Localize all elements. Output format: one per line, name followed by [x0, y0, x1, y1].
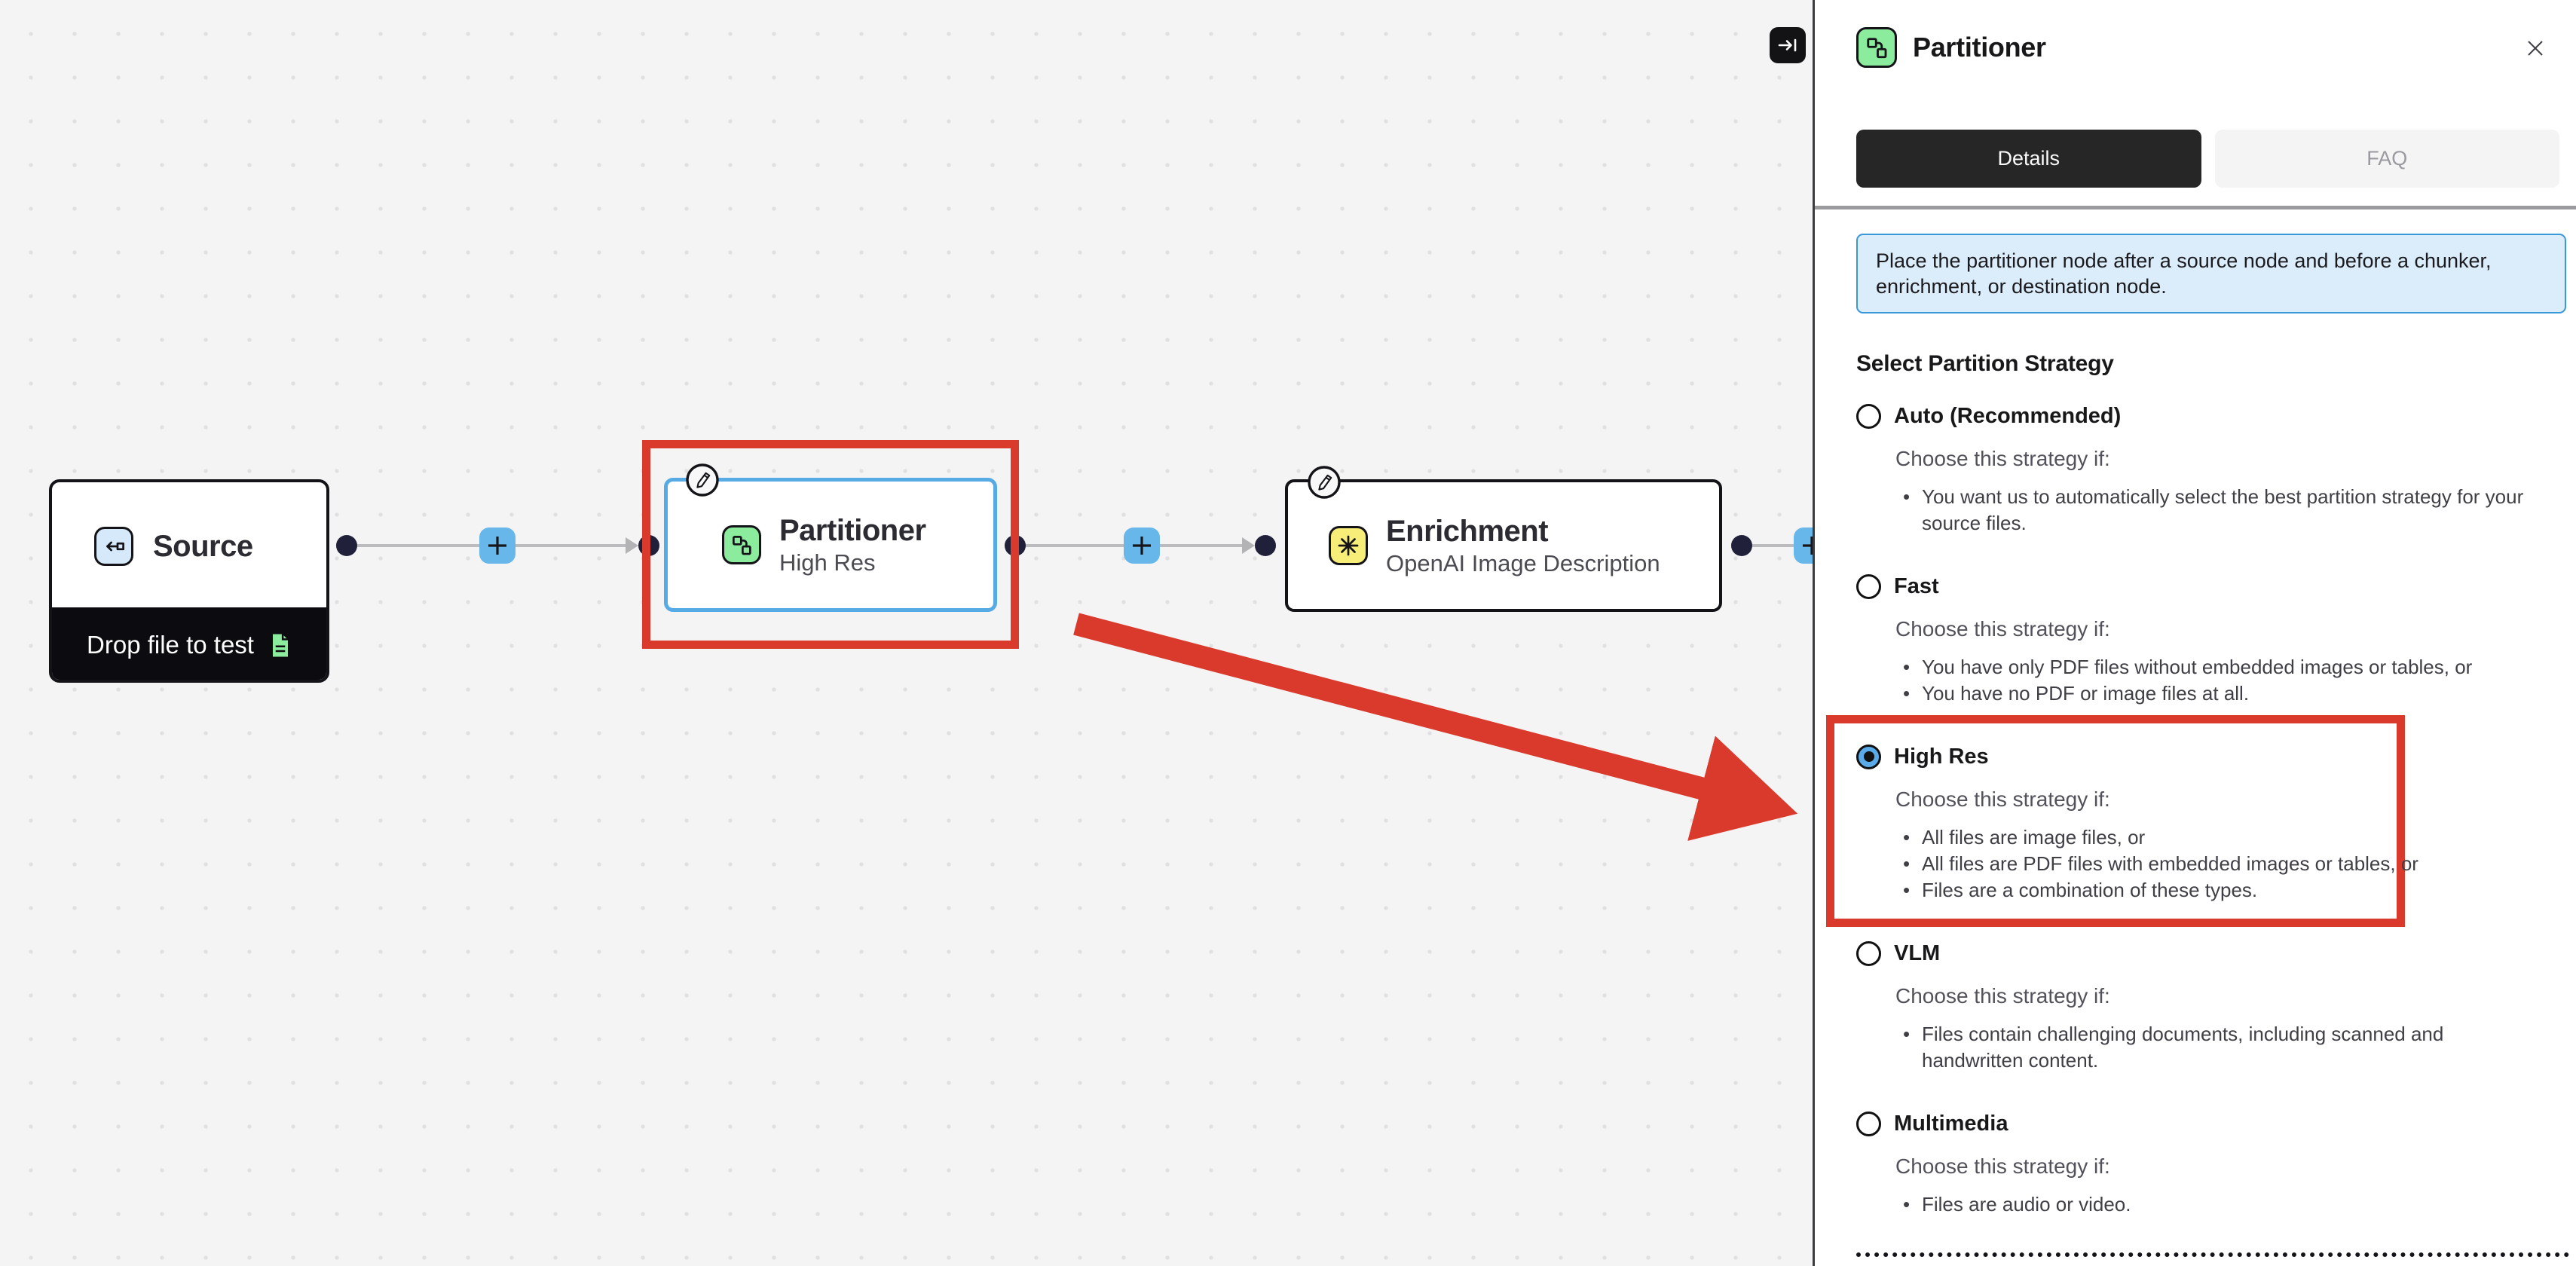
bullet: Files contain challenging documents, inc…	[1901, 1021, 2550, 1074]
radio-fast[interactable]	[1856, 573, 1881, 599]
bullet: Files are audio or video.	[1901, 1191, 2550, 1218]
option-fast-head[interactable]: Fast	[1856, 571, 2564, 601]
option-label: High Res	[1894, 744, 1989, 769]
option-label: Fast	[1894, 573, 1939, 598]
node-enrichment-body: Enrichment OpenAI Image Description	[1288, 482, 1719, 609]
option-label: Multimedia	[1894, 1111, 2008, 1136]
option-multimedia: Multimedia Choose this strategy if: File…	[1856, 1109, 2564, 1218]
document-icon	[269, 631, 292, 659]
option-multimedia-head[interactable]: Multimedia	[1856, 1109, 2564, 1139]
option-bullets: Files are audio or video.	[1901, 1191, 2564, 1218]
node-title: Source	[153, 529, 253, 563]
close-icon	[2528, 41, 2543, 56]
handle-source-out[interactable]	[336, 535, 357, 556]
collapse-panel-button[interactable]	[1770, 27, 1806, 63]
option-bullets: Files contain challenging documents, inc…	[1901, 1021, 2564, 1074]
node-subtitle: High Res	[779, 549, 876, 576]
plus-icon	[1800, 534, 1813, 558]
option-bullets: You want us to automatically select the …	[1901, 484, 2564, 537]
node-partitioner[interactable]: Partitioner High Res	[664, 478, 997, 612]
edge-enrichment-out	[1752, 544, 1794, 547]
partitioner-settings-panel: Partitioner Details FAQ Place the partit…	[1813, 0, 2576, 1266]
bullet: You have only PDF files without embedded…	[1901, 654, 2550, 680]
option-bullets: You have only PDF files without embedded…	[1901, 654, 2564, 707]
bullet: You have no PDF or image files at all.	[1901, 680, 2550, 707]
option-auto-head[interactable]: Auto (Recommended)	[1856, 401, 2564, 431]
section-heading: Select Partition Strategy	[1856, 351, 2114, 376]
node-title: Enrichment	[1386, 514, 1549, 548]
option-high-res-head[interactable]: High Res	[1856, 742, 2564, 772]
node-source[interactable]: Source Drop file to test	[49, 479, 329, 683]
panel-tabs: Details FAQ	[1856, 130, 2559, 188]
bullet: All files are image files, or	[1901, 824, 2550, 851]
radio-auto[interactable]	[1856, 403, 1881, 429]
source-input-icon	[94, 527, 133, 566]
add-node-button[interactable]	[1124, 528, 1160, 564]
choose-prefix: Choose this strategy if:	[1895, 1154, 2110, 1178]
node-subtitle: OpenAI Image Description	[1386, 549, 1660, 576]
panel-header: Partitioner	[1815, 0, 2576, 98]
pencil-edit-icon[interactable]	[1306, 464, 1342, 500]
close-panel-button[interactable]	[2522, 35, 2549, 62]
choose-prefix: Choose this strategy if:	[1895, 984, 2110, 1008]
enrichment-sparkle-icon	[1329, 526, 1368, 565]
choose-prefix: Choose this strategy if:	[1895, 447, 2110, 470]
bullet: You want us to automatically select the …	[1901, 484, 2550, 537]
node-source-body: Source	[52, 482, 326, 610]
bullet: Files are a combination of these types.	[1901, 877, 2550, 904]
edge-arrowhead-icon	[626, 537, 638, 554]
dotted-divider	[1856, 1252, 2569, 1257]
pencil-edit-icon[interactable]	[684, 462, 720, 498]
collapse-panel-icon	[1776, 34, 1799, 57]
handle-enrichment-in[interactable]	[1255, 535, 1276, 556]
workflow-canvas[interactable]: Source Drop file to test	[0, 0, 1813, 1266]
choose-prefix: Choose this strategy if:	[1895, 617, 2110, 641]
tab-details[interactable]: Details	[1856, 130, 2201, 188]
choose-prefix: Choose this strategy if:	[1895, 787, 2110, 811]
placement-info-note: Place the partitioner node after a sourc…	[1856, 234, 2566, 313]
plus-icon	[485, 534, 509, 558]
tabs-divider	[1815, 206, 2576, 209]
plus-icon	[1130, 534, 1154, 558]
panel-title: Partitioner	[1913, 32, 2046, 63]
node-title: Partitioner	[779, 513, 926, 547]
node-enrichment[interactable]: Enrichment OpenAI Image Description	[1285, 479, 1722, 612]
add-node-button[interactable]	[479, 528, 516, 564]
partitioner-icon	[722, 525, 761, 564]
edge-arrowhead-icon	[1242, 537, 1255, 554]
handle-enrichment-out[interactable]	[1731, 535, 1752, 556]
panel-content: Place the partitioner node after a sourc…	[1815, 209, 2576, 1266]
radio-vlm[interactable]	[1856, 940, 1881, 966]
drop-file-to-test-zone[interactable]: Drop file to test	[52, 607, 326, 680]
drop-file-label: Drop file to test	[87, 631, 254, 659]
node-partitioner-body: Partitioner High Res	[668, 482, 993, 608]
option-high-res: High Res Choose this strategy if: All fi…	[1826, 715, 2564, 927]
radio-multimedia[interactable]	[1856, 1111, 1881, 1136]
bullet: All files are PDF files with embedded im…	[1901, 851, 2550, 877]
option-auto: Auto (Recommended) Choose this strategy …	[1856, 401, 2564, 537]
partition-strategy-options: Auto (Recommended) Choose this strategy …	[1826, 401, 2564, 1218]
option-label: Auto (Recommended)	[1894, 403, 2122, 428]
partitioner-icon	[1856, 27, 1897, 68]
option-label: VLM	[1894, 940, 1941, 965]
red-annotation-rect-partitioner	[642, 440, 1019, 649]
option-vlm: VLM Choose this strategy if: Files conta…	[1856, 938, 2564, 1074]
option-vlm-head[interactable]: VLM	[1856, 938, 2564, 968]
radio-high-res[interactable]	[1856, 744, 1881, 769]
option-bullets: All files are image files, or All files …	[1901, 824, 2564, 904]
tab-faq[interactable]: FAQ	[2214, 130, 2559, 188]
option-fast: Fast Choose this strategy if: You have o…	[1856, 571, 2564, 707]
add-node-button[interactable]	[1794, 528, 1813, 564]
